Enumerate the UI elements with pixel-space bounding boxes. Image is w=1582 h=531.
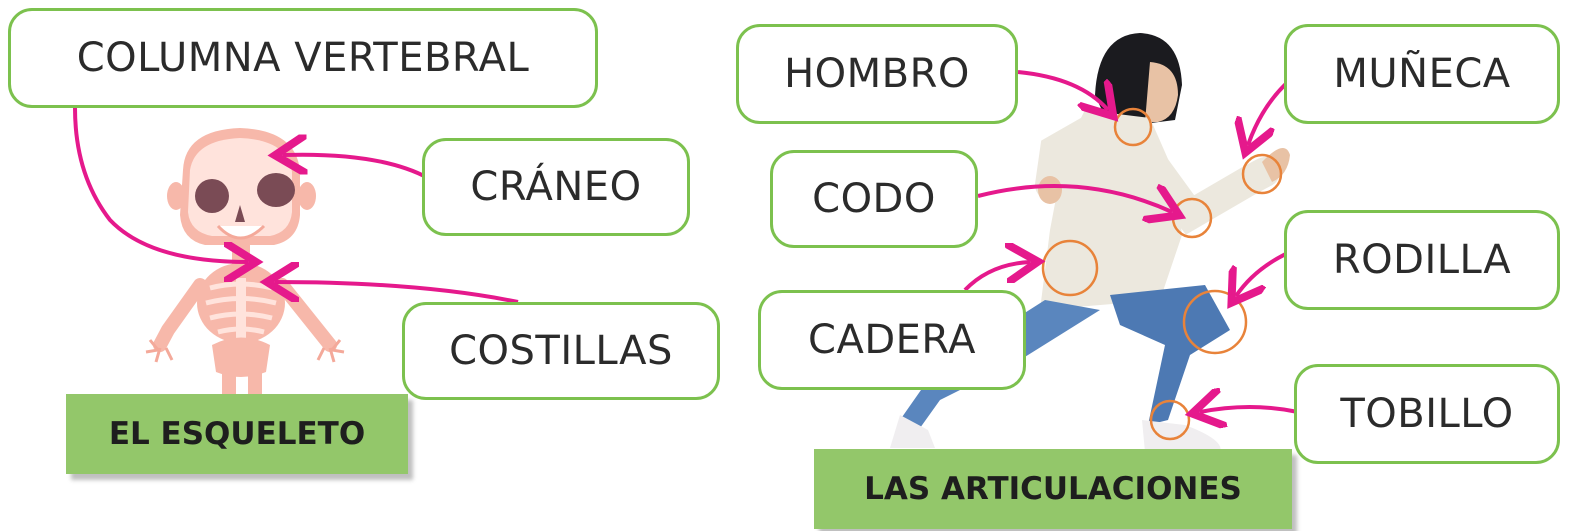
joint-circle-rodilla [1182, 289, 1248, 355]
arrow-codo [977, 186, 1172, 212]
label-rodilla: RODILLA [1284, 210, 1560, 310]
label-costillas: COSTILLAS [402, 302, 720, 400]
arrow-cadera [963, 262, 1030, 292]
joint-circle-hombro [1113, 107, 1153, 147]
label-columna-vertebral: COLUMNA VERTEBRAL [8, 8, 598, 108]
arrow-craneo [283, 155, 429, 180]
arrow-columna [73, 107, 248, 262]
label-hombro: HOMBRO [736, 24, 1018, 124]
label-codo: CODO [770, 150, 978, 248]
label-muneca: MUÑECA [1284, 24, 1560, 124]
arrow-costillas [275, 282, 519, 304]
label-tobillo: TOBILLO [1294, 364, 1560, 464]
skeleton-illustration [145, 128, 345, 412]
arrow-tobillo [1200, 407, 1299, 412]
arrow-rodilla [1236, 250, 1291, 296]
label-cadera: CADERA [758, 290, 1026, 390]
arrow-hombro [1017, 70, 1108, 110]
title-las-articulaciones: LAS ARTICULACIONES [814, 449, 1292, 529]
title-el-esqueleto: EL ESQUELETO [66, 394, 408, 474]
label-craneo: CRÁNEO [422, 138, 690, 236]
